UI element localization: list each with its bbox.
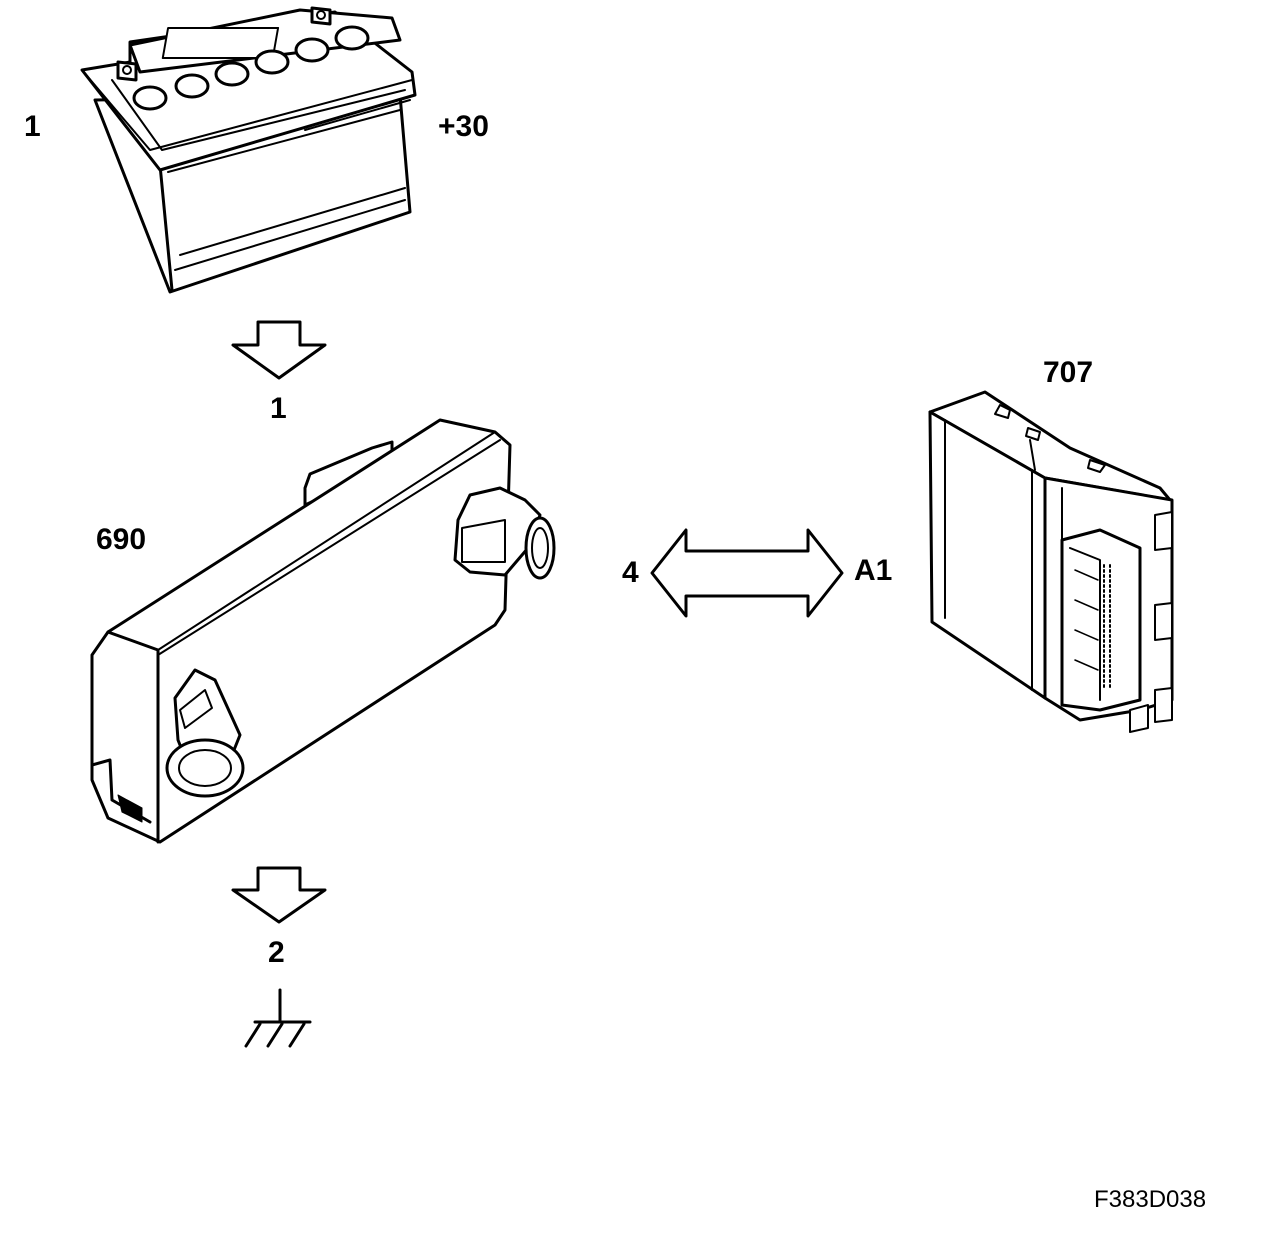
arrow-down-icon <box>231 320 327 380</box>
battery-terminal-label: +30 <box>438 110 489 143</box>
link-right-pin-label: A1 <box>854 554 893 587</box>
ground-icon <box>244 988 312 1048</box>
module-707-icon <box>928 390 1174 733</box>
figure-code: F383D038 <box>1094 1186 1207 1213</box>
battery-reference-label: 1 <box>24 110 41 143</box>
module-690-label: 690 <box>96 523 147 556</box>
ground-pin-label: 2 <box>268 936 285 969</box>
arrow-top-pin-label: 1 <box>270 392 287 425</box>
module-707-label: 707 <box>1043 356 1094 389</box>
arrow-down-icon <box>231 866 327 924</box>
bidirectional-arrow-icon <box>650 528 844 618</box>
module-690-icon <box>90 418 556 844</box>
link-left-pin-label: 4 <box>622 556 639 589</box>
battery-icon <box>80 6 417 294</box>
